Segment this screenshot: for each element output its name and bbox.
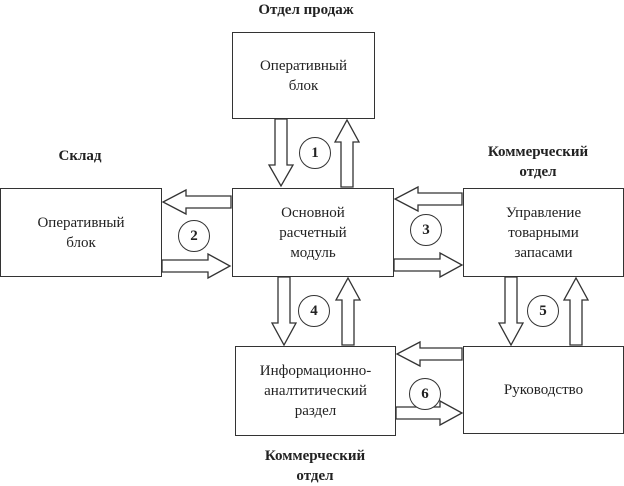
arrow-6-left xyxy=(395,340,463,368)
arrow-3-left xyxy=(393,185,463,213)
warehouse-label: Склад xyxy=(58,148,102,164)
link-number-5: 5 xyxy=(527,295,559,327)
link-number-4: 4 xyxy=(298,295,330,327)
link-number-6: 6 xyxy=(409,378,441,410)
arrow-4-up xyxy=(334,276,362,346)
sales-operative-block: Оперативный блок xyxy=(232,32,375,119)
arrow-4-down xyxy=(270,276,298,347)
arrow-2-left xyxy=(161,188,232,216)
warehouse-operative-block: Оперативный блок xyxy=(0,188,162,277)
link-number-1: 1 xyxy=(299,137,331,169)
link-number-3: 3 xyxy=(410,214,442,246)
arrow-3-right xyxy=(393,251,464,279)
commercial-department-label-top: Коммерческий отдел xyxy=(487,144,589,180)
arrow-1-up xyxy=(333,118,361,188)
info-analytics-block: Информационно- аналтитический раздел xyxy=(235,346,396,436)
arrow-6-right xyxy=(395,399,464,427)
inventory-management-block: Управление товарными запасами xyxy=(463,188,624,277)
arrow-1-down xyxy=(267,118,295,188)
link-number-2: 2 xyxy=(178,220,210,252)
commercial-department-label-bottom: Коммерческий отдел xyxy=(264,448,366,484)
arrow-2-right xyxy=(161,252,232,280)
management-block: Руководство xyxy=(463,346,624,434)
arrow-5-down xyxy=(497,276,525,347)
arrow-5-up xyxy=(562,276,590,346)
sales-department-label: Отдел продаж xyxy=(258,2,354,18)
core-calculation-module: Основной расчетный модуль xyxy=(232,188,394,277)
